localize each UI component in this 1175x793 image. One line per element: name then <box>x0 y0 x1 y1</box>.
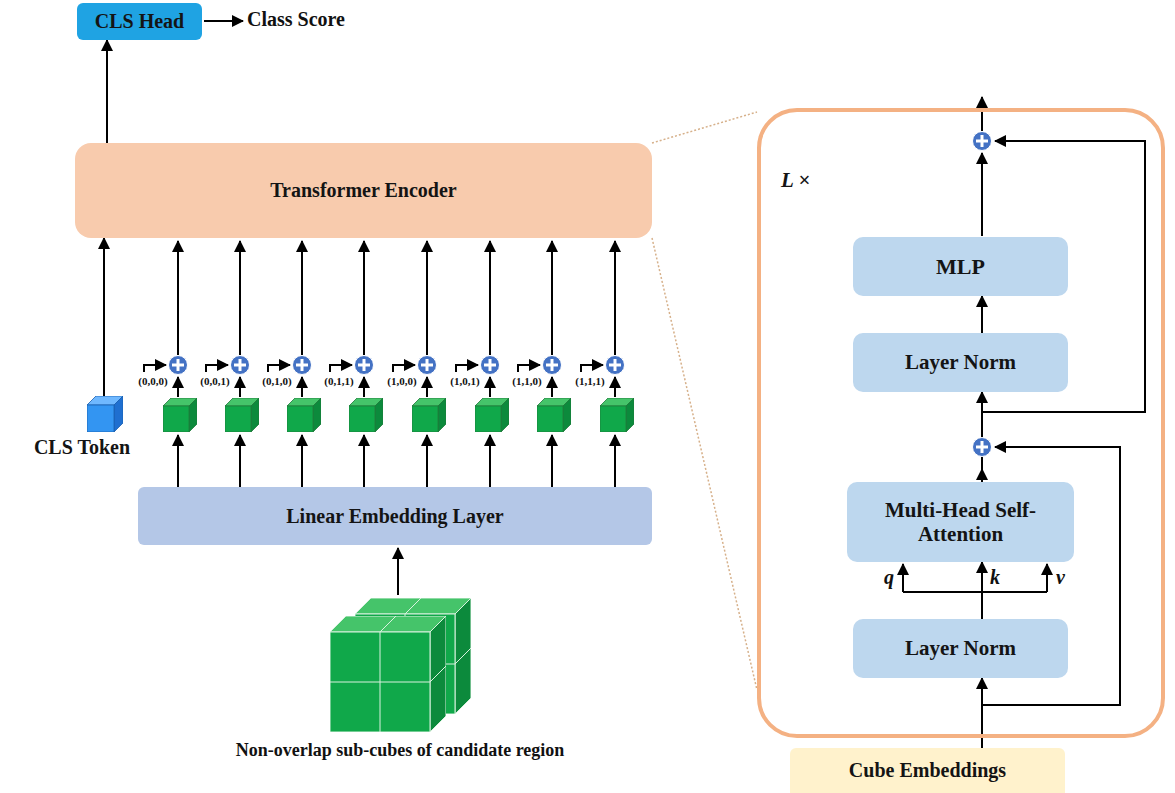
mlp-box: MLP <box>853 237 1068 296</box>
node-text: L × <box>775 168 816 192</box>
input-box: Cube Embeddings <box>790 748 1065 793</box>
value-label: v <box>1056 566 1065 589</box>
arrow-connector <box>981 562 983 619</box>
arrow-connector <box>981 296 983 333</box>
output-arrow <box>204 20 243 22</box>
residual-add <box>973 132 992 151</box>
norm-box: Layer Norm <box>853 333 1068 392</box>
head-box: CLS Head <box>77 3 202 40</box>
node-text: Cube Embeddings <box>843 759 1012 782</box>
token-column <box>393 241 446 487</box>
cube-stack <box>330 598 471 732</box>
encoder-block-wiring <box>903 97 1145 705</box>
zoom-line <box>652 238 757 690</box>
attention-box: Multi-Head Self-Attention <box>847 482 1074 562</box>
position-index: (1,0,1) <box>450 375 479 388</box>
position-index: (0,0,1) <box>200 375 229 388</box>
token-column <box>330 241 383 487</box>
arrow-connector <box>106 40 108 143</box>
token-column <box>206 241 259 487</box>
token-column <box>518 241 571 487</box>
node-text: CLS Token <box>20 436 144 459</box>
node-text: CLS Head <box>89 10 190 33</box>
token-column <box>581 241 634 487</box>
arrow-connector <box>103 238 105 396</box>
query-label: q <box>884 566 894 589</box>
position-index: (0,1,1) <box>324 375 353 388</box>
position-index: (1,1,0) <box>512 375 541 388</box>
cube-face <box>114 396 123 432</box>
position-index: (1,1,1) <box>575 375 604 388</box>
node-text: Layer Norm <box>899 636 1022 660</box>
position-index: (0,1,0) <box>262 375 291 388</box>
node-text: MLP <box>930 254 991 279</box>
position-index: (0,0,0) <box>138 375 167 388</box>
encoder-block-panel: L ×MLPLayer NormMulti-Head Self-Attentio… <box>757 108 1165 738</box>
position-index: (1,0,0) <box>387 375 416 388</box>
token-column <box>268 241 321 487</box>
token-cube <box>87 396 123 432</box>
norm-box: Layer Norm <box>853 619 1068 678</box>
node-text: Transformer Encoder <box>264 179 462 202</box>
key-label: k <box>990 566 1000 589</box>
output-label: Class Score <box>247 8 345 31</box>
zoom-line <box>652 112 757 143</box>
node-text: Multi-Head Self-Attention <box>847 498 1074 546</box>
input-arrow <box>397 548 399 595</box>
node-text: Layer Norm <box>899 350 1022 374</box>
encoder-box: Transformer Encoder <box>75 143 652 238</box>
token-column <box>456 241 509 487</box>
residual-add <box>973 438 992 457</box>
input-caption: Non-overlap sub-cubes of candidate regio… <box>236 740 565 761</box>
embedding-box: Linear Embedding Layer <box>138 487 652 545</box>
cls-token: CLS Token <box>20 396 144 466</box>
token-column <box>144 241 197 487</box>
node-text: Linear Embedding Layer <box>280 505 509 528</box>
cube-face <box>87 405 114 432</box>
